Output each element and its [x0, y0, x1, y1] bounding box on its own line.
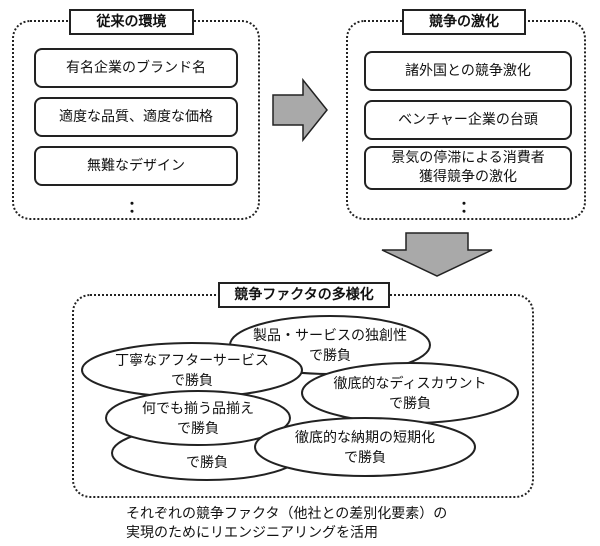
factor-3-line2: で勝負: [389, 396, 431, 412]
factor-5-line2: で勝負: [344, 450, 386, 466]
factor-1-line2: で勝負: [309, 348, 351, 364]
right-item-3: 景気の停滞による消費者 獲得競争の激化: [364, 146, 572, 190]
left-item-2: 適度な品質、適度な価格: [34, 97, 238, 137]
bottom-panel-title: 競争ファクタの多様化: [218, 282, 390, 308]
down-arrow-shape: [381, 232, 493, 277]
factor-ellipse-5: [254, 417, 476, 477]
right-continuation: ：: [459, 197, 476, 216]
right-arrow-shape: [272, 77, 328, 143]
right-panel-title: 競争の激化: [402, 9, 526, 35]
factor-label-5: 徹底的な納期の短期化 で勝負: [255, 428, 475, 468]
factor-label-2: 丁寧なアフターサービス で勝負: [82, 351, 302, 391]
left-panel-title: 従来の環境: [69, 9, 194, 35]
right-item-1: 諸外国との競争激化: [364, 51, 572, 91]
left-continuation: ：: [127, 197, 144, 216]
factor-5-line1: 徹底的な納期の短期化: [295, 430, 435, 446]
caption-line-1: それぞれの競争ファクタ（他社との差別化要素）の: [126, 506, 448, 522]
caption: それぞれの競争ファクタ（他社との差別化要素）の 実現のためにリエンジニアリングを…: [126, 505, 447, 543]
factor-3-line1: 徹底的なディスカウント: [333, 376, 487, 392]
left-item-3: 無難なデザイン: [34, 146, 238, 186]
factor-4-line2: で勝負: [177, 421, 219, 437]
factor-ellipse-4: [105, 390, 291, 446]
caption-line-2: 実現のためにリエンジニアリングを活用: [126, 525, 378, 541]
right-item-2: ベンチャー企業の台頭: [364, 100, 572, 140]
left-item-1: 有名企業のブランド名: [34, 48, 238, 88]
factor-label-6: で勝負: [157, 453, 257, 473]
factor-1-line1: 製品・サービスの独創性: [253, 328, 407, 344]
factor-2-line2: で勝負: [171, 373, 213, 389]
factor-4-line1: 何でも揃う品揃え: [142, 401, 254, 417]
factor-label-1: 製品・サービスの独創性 で勝負: [230, 326, 430, 366]
factor-2-line1: 丁寧なアフターサービス: [115, 353, 269, 369]
factor-6-line2: で勝負: [186, 455, 228, 471]
factor-label-4: 何でも揃う品揃え で勝負: [106, 399, 290, 439]
factor-label-3: 徹底的なディスカウント で勝負: [302, 374, 518, 414]
